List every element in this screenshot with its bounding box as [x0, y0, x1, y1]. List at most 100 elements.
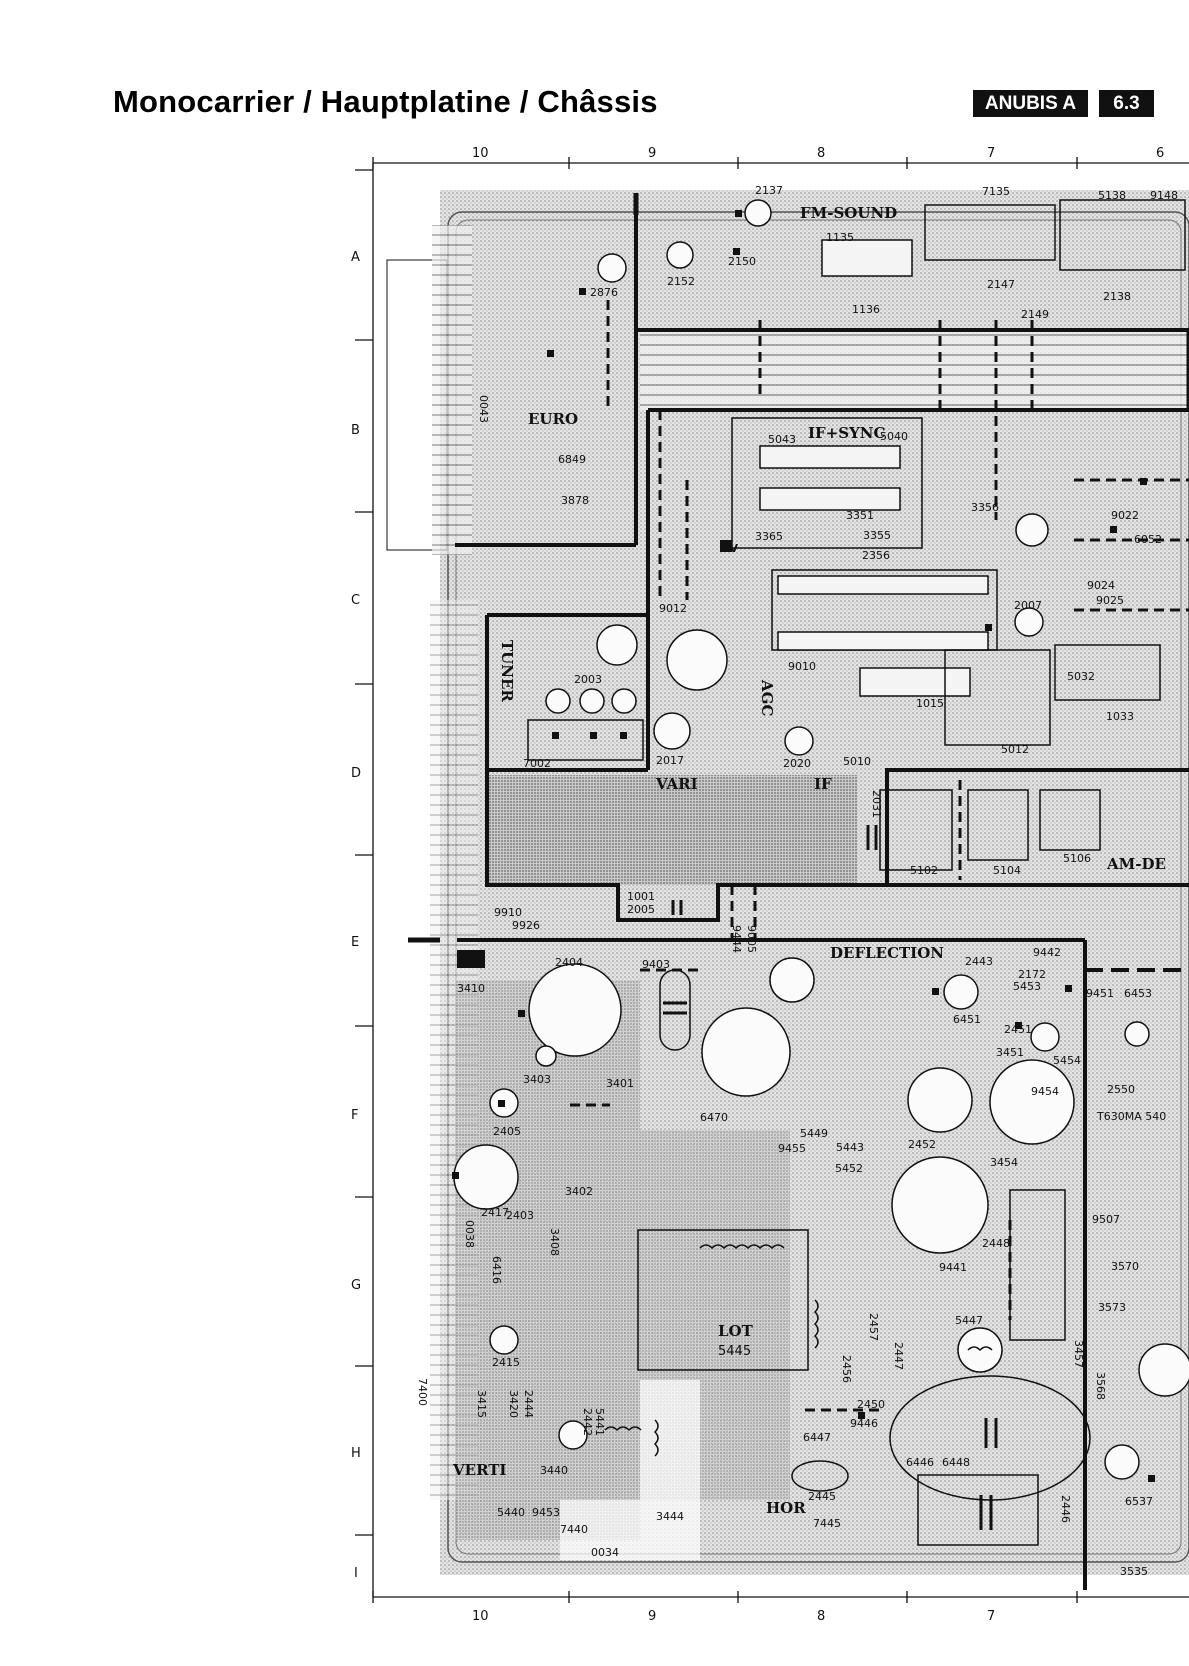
ref-9453: 9453	[532, 1506, 560, 1519]
ref-2456: 2456	[840, 1355, 853, 1383]
ref-0038: 0038	[463, 1220, 476, 1248]
block-label-tv: TV	[722, 542, 739, 555]
ref-2415: 2415	[492, 1356, 520, 1369]
ref-2172: 2172	[1018, 968, 1046, 981]
ref-540: T630MA 540	[1096, 1110, 1166, 1123]
block-label-am-de: AM-DE	[1106, 855, 1166, 873]
block-label-verti: VERTI	[452, 1461, 506, 1479]
ref-6447: 6447	[803, 1431, 831, 1444]
ref-2356: 2356	[862, 549, 890, 562]
ref-2149: 2149	[1021, 308, 1049, 321]
col-label-top-5: 6	[1156, 146, 1164, 161]
ref-6448: 6448	[942, 1456, 970, 1469]
ref-2137: 2137	[755, 184, 783, 197]
ref-3403: 3403	[523, 1073, 551, 1086]
solder-pads	[452, 210, 1155, 1482]
ref-3444: 3444	[656, 1510, 684, 1523]
row-label-e: E	[351, 935, 359, 950]
ref-5138: 5138	[1098, 189, 1126, 202]
model-badge: ANUBIS A	[973, 90, 1088, 117]
ref-5040: 5040	[880, 430, 908, 443]
ref-2404: 2404	[555, 956, 583, 969]
ref-5449: 5449	[800, 1127, 828, 1140]
ref-0034: 0034	[591, 1546, 619, 1559]
ref-9451: 9451	[1086, 987, 1114, 1000]
ref-1033: 1033	[1106, 710, 1134, 723]
ref-2442: 2442	[581, 1408, 594, 1436]
cap-plates	[663, 825, 998, 1530]
ref-2020: 2020	[783, 757, 811, 770]
block-label-euro: EURO	[528, 410, 578, 428]
pcb-board	[386, 190, 1189, 1575]
ref-6451: 6451	[953, 1013, 981, 1026]
ref-5010: 5010	[843, 755, 871, 768]
ref-3457: 3457	[1072, 1340, 1085, 1368]
ref-9446: 9446	[850, 1417, 878, 1430]
ref-2445: 2445	[808, 1490, 836, 1503]
block-outlines	[408, 193, 1189, 1590]
ref-6537: 6537	[1125, 1495, 1153, 1508]
ref-3440: 3440	[540, 1464, 568, 1477]
ref-2417: 2417	[481, 1206, 509, 1219]
ref-2450: 2450	[857, 1398, 885, 1411]
ref-6453: 6453	[1124, 987, 1152, 1000]
ref-6052: 6052	[1134, 533, 1162, 546]
ref-5102: 5102	[910, 864, 938, 877]
col-label-bottom-1: 10	[472, 1609, 489, 1624]
ref-2447: 2447	[892, 1342, 905, 1370]
ref-9025: 9025	[1096, 594, 1124, 607]
ref-3454: 3454	[990, 1156, 1018, 1169]
ref-3401: 3401	[606, 1077, 634, 1090]
ref-9012: 9012	[659, 602, 687, 615]
ref-3568: 3568	[1094, 1372, 1107, 1400]
col-label-top-4: 7	[987, 146, 995, 161]
ref-7400: 7400	[416, 1378, 429, 1406]
block-label-agc: AGC	[758, 679, 776, 716]
ref-9010: 9010	[788, 660, 816, 673]
ref-2150: 2150	[728, 255, 756, 268]
ref-5447: 5447	[955, 1314, 983, 1327]
ref-5104: 5104	[993, 864, 1021, 877]
ref-6470: 6470	[700, 1111, 728, 1124]
ref-3570: 3570	[1111, 1260, 1139, 1273]
block-label-if-sync: IF+SYNC	[808, 424, 885, 442]
ref-9022: 9022	[1111, 509, 1139, 522]
ref-3351: 3351	[846, 509, 874, 522]
ref-2005: 2005	[627, 903, 655, 916]
ref-1135: 1135	[826, 231, 854, 244]
ic-packages	[527, 199, 1186, 1371]
ref-3451: 3451	[996, 1046, 1024, 1059]
ref-3356: 3356	[971, 501, 999, 514]
ref-6446: 6446	[906, 1456, 934, 1469]
page-title: Monocarrier / Hauptplatine / Châssis	[113, 84, 658, 119]
ref-2550: 2550	[1107, 1083, 1135, 1096]
ref-5454: 5454	[1053, 1054, 1081, 1067]
ref-5452: 5452	[835, 1162, 863, 1175]
ref-1001: 1001	[627, 890, 655, 903]
ref-5012: 5012	[1001, 743, 1029, 756]
ref-9926: 9926	[512, 919, 540, 932]
ref-1015: 1015	[916, 697, 944, 710]
ref-7440: 7440	[560, 1523, 588, 1536]
ref-2451: 2451	[1004, 1023, 1032, 1036]
ref-9403: 9403	[642, 958, 670, 971]
col-label-top-2: 9	[648, 146, 656, 161]
block-label-hor: HOR	[766, 1499, 806, 1517]
page-number-badge: 6.3	[1099, 90, 1154, 117]
capacitors	[453, 199, 1189, 1480]
row-label-b: B	[351, 423, 360, 438]
ref-2452: 2452	[908, 1138, 936, 1151]
ref-2003: 2003	[574, 673, 602, 686]
block-label-lot-ref: 5445	[718, 1344, 751, 1359]
block-label-fm-sound: FM-SOUND	[800, 204, 897, 222]
block-label-deflection: DEFLECTION	[830, 944, 944, 962]
ref-3365: 3365	[755, 530, 783, 543]
ref-5032: 5032	[1067, 670, 1095, 683]
ref-2403: 2403	[506, 1209, 534, 1222]
row-label-g: G	[351, 1278, 361, 1293]
block-label-vari: VARI	[655, 775, 698, 793]
ref-2446: 2446	[1059, 1495, 1072, 1523]
ref-3402: 3402	[565, 1185, 593, 1198]
ref-5106: 5106	[1063, 852, 1091, 865]
